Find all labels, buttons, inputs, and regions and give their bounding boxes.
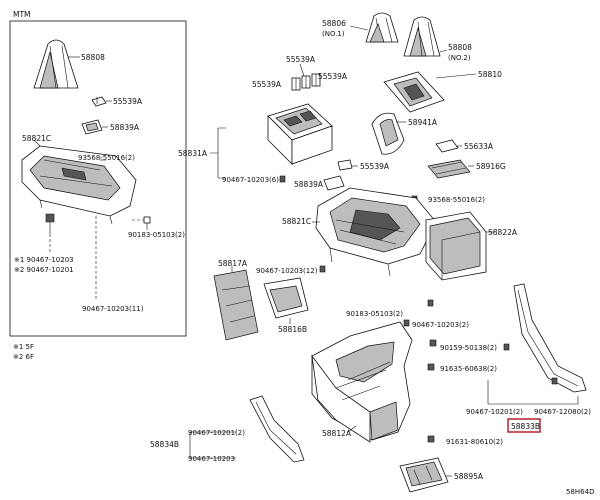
- label-58806: 58806: [322, 19, 346, 28]
- bolt-91631-icon: [427, 435, 435, 443]
- inset-note-2: ※2 6F: [13, 353, 34, 361]
- label-58810: 58810: [478, 70, 502, 79]
- label-55539A-1: 55539A: [286, 55, 316, 64]
- label-90467-6: 90467-10203(6): [222, 176, 279, 184]
- label-58808: 58808: [448, 43, 472, 52]
- label-90183: 90183-05103(2): [346, 310, 403, 318]
- shift-boot-no2-icon: [403, 16, 441, 57]
- clip-90467-icon: [403, 319, 410, 327]
- figure-code: 58H64D: [566, 488, 594, 496]
- screw-icon: [143, 216, 151, 230]
- label-58834B: 58834B: [150, 440, 179, 449]
- console-base-icon: [21, 145, 137, 225]
- left-trim-icon: [249, 395, 305, 463]
- label-55539A-2: 55539A: [318, 72, 348, 81]
- screw-12-icon: [319, 265, 326, 273]
- clip-small-icon: [337, 159, 353, 171]
- inset-label-58821C: 58821C: [22, 134, 51, 143]
- armrest-icon: [399, 457, 449, 493]
- bolt-90159-icon: [429, 339, 437, 347]
- shift-bezel-icon: [383, 71, 445, 113]
- label-90467-10203b: 90467-10203: [188, 455, 235, 463]
- label-58816B: 58816B: [278, 325, 307, 334]
- panel-58816B-icon: [263, 277, 309, 319]
- label-58895A: 58895A: [454, 472, 484, 481]
- tray-mat-icon: [427, 159, 471, 179]
- label-58941A: 58941A: [408, 118, 438, 127]
- label-58822A: 58822A: [488, 228, 518, 237]
- label-58916G: 58916G: [476, 162, 506, 171]
- label-no1: (NO.1): [322, 30, 345, 38]
- label-90467-10201b: 90467-10201(2): [188, 429, 245, 437]
- clip-trim-2-icon: [551, 377, 558, 385]
- shift-boot-no1-icon: [365, 12, 399, 43]
- label-55633A: 55633A: [464, 142, 494, 151]
- knob-icon: [371, 112, 405, 155]
- bolt-91635-icon: [427, 363, 435, 371]
- label-91631: 91631-80610(2): [446, 438, 503, 446]
- highlight-box: [507, 418, 541, 433]
- console-upper-icon: [315, 187, 437, 277]
- storage-box-icon: [425, 211, 487, 281]
- inset-label-90183: 90183-05103(2): [128, 231, 185, 239]
- inset-label-90467-10201: ※2 90467-10201: [14, 266, 74, 274]
- label-58839A: 58839A: [294, 180, 324, 189]
- label-90467-12080: 90467-12080(2): [534, 408, 591, 416]
- label-91635: 91635-60638(2): [440, 365, 497, 373]
- inset-frame: [9, 20, 187, 337]
- screw-90183-icon: [427, 299, 434, 307]
- side-pad-icon: [213, 269, 259, 341]
- plate-icon: [435, 139, 459, 153]
- inset-label-93568: 93568-55016(2): [78, 154, 135, 162]
- shift-boot-icon: [33, 39, 79, 89]
- bezel-main-icon: [323, 175, 345, 191]
- bezel-icon: [81, 119, 103, 135]
- label-58817A: 58817A: [218, 259, 248, 268]
- label-55539A-3: 55539A: [252, 80, 282, 89]
- switch-bracket-icon: [267, 103, 333, 165]
- label-58831A: 58831A: [178, 149, 208, 158]
- inset-label-55539A: 55539A: [113, 97, 143, 106]
- screw-6-icon: [279, 175, 286, 183]
- label-58812A: 58812A: [322, 429, 352, 438]
- clip-trim-1-icon: [503, 343, 510, 351]
- label-90467-10201: 90467-10201(2): [466, 408, 523, 416]
- label-55539A-4: 55539A: [360, 162, 390, 171]
- label-no2: (NO.2): [448, 54, 471, 62]
- label-93568: 93568-55016(2): [428, 196, 485, 204]
- label-90467-2: 90467-10203(2): [412, 321, 469, 329]
- inset-title: MTM: [13, 10, 31, 19]
- inset-label-90467-10203: ※1 90467-10203: [14, 256, 74, 264]
- inset-label-58808: 58808: [81, 53, 105, 62]
- console-lower-icon: [311, 321, 413, 443]
- label-58833B[interactable]: 58833B: [511, 422, 540, 431]
- clip-icon: [45, 213, 55, 234]
- label-90159: 90159-50138(2): [440, 344, 497, 352]
- side-trim-icon: [513, 283, 587, 393]
- label-58821C: 58821C: [282, 217, 311, 226]
- inset-note-1: ※1 5F: [13, 343, 34, 351]
- inset-label-90467-11: 90467-10203(11): [82, 305, 144, 313]
- switch-group-icon: [291, 73, 321, 91]
- switch-clip-icon: [91, 96, 107, 107]
- inset-label-58839A: 58839A: [110, 123, 140, 132]
- label-90467-12: 90467-10203(12): [256, 267, 318, 275]
